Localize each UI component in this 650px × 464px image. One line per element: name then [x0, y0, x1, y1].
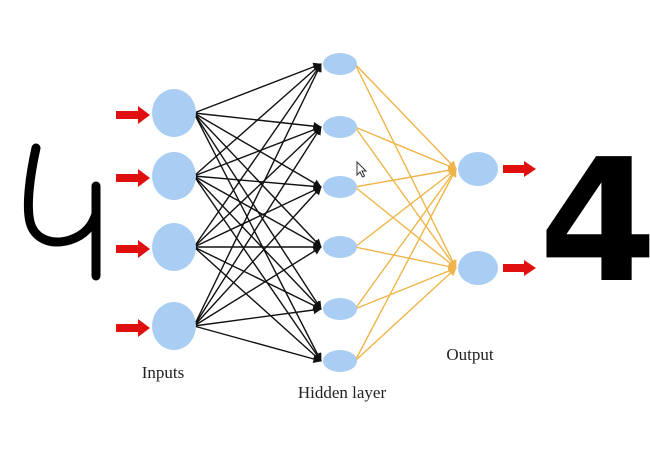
edge-input-2-hidden-5 [193, 175, 322, 310]
edge-input-3-hidden-6 [193, 246, 322, 362]
edge-input-3-hidden-1 [193, 63, 322, 248]
edge-hidden-3-output-2 [354, 186, 457, 269]
edge-hidden-3-output-1 [354, 166, 457, 188]
hidden-node-3 [323, 176, 357, 198]
edge-input-1-hidden-1 [193, 62, 322, 114]
input-to-hidden-edges [193, 62, 322, 364]
edge-hidden-2-output-2 [354, 126, 457, 269]
edge-hidden-5-output-1 [354, 168, 457, 310]
edge-hidden-1-output-1 [354, 63, 457, 170]
inputs-label: Inputs [142, 363, 185, 382]
edge-input-2-hidden-3 [193, 175, 322, 191]
output-arrow-1 [503, 161, 536, 177]
mouse-pointer-icon [356, 160, 368, 178]
hidden-node-2 [323, 116, 357, 138]
edge-input-4-hidden-4 [193, 246, 322, 327]
hidden-layer-label: Hidden layer [298, 383, 387, 402]
edge-input-1-hidden-6 [193, 112, 322, 362]
output-node-1 [458, 152, 498, 186]
edge-hidden-6-output-1 [354, 168, 457, 362]
output-node-2 [458, 251, 498, 285]
edge-input-3-hidden-3 [193, 186, 322, 248]
edge-input-2-hidden-4 [193, 175, 322, 248]
input-arrows [116, 106, 150, 337]
edge-input-4-hidden-3 [193, 186, 322, 327]
hidden-node-4 [323, 236, 357, 258]
edge-hidden-2-output-1 [354, 126, 457, 170]
input-node-4 [152, 302, 196, 350]
input-arrow-1 [116, 106, 150, 124]
edge-input-4-hidden-2 [193, 126, 322, 327]
edge-input-4-hidden-6 [193, 325, 322, 364]
edge-input-2-hidden-6 [193, 175, 322, 362]
input-arrow-4 [116, 319, 150, 337]
input-arrow-2 [116, 169, 150, 187]
network-nodes [152, 53, 498, 372]
input-node-3 [152, 223, 196, 271]
output-digit: 4 [539, 123, 650, 321]
output-arrow-2 [503, 260, 536, 276]
edge-hidden-5-output-2 [354, 266, 457, 310]
hidden-node-6 [323, 350, 357, 372]
edge-input-4-hidden-5 [193, 305, 322, 327]
output-label: Output [446, 345, 494, 364]
input-node-2 [152, 152, 196, 200]
input-node-1 [152, 89, 196, 137]
edge-hidden-6-output-2 [354, 267, 457, 362]
edge-input-1-hidden-3 [193, 112, 322, 188]
edge-input-4-hidden-1 [193, 63, 322, 327]
edge-hidden-4-output-1 [354, 168, 457, 248]
hidden-to-output-edges [354, 63, 457, 362]
edge-input-3-hidden-2 [193, 126, 322, 248]
edge-input-2-hidden-1 [193, 63, 322, 177]
edge-hidden-4-output-2 [354, 246, 457, 271]
edge-hidden-1-output-2 [354, 63, 457, 269]
handwritten-digit-four [23, 143, 101, 281]
edge-input-1-hidden-4 [193, 112, 322, 248]
edge-input-2-hidden-2 [193, 125, 322, 177]
output-arrows [503, 161, 536, 276]
hidden-node-1 [323, 53, 357, 75]
input-arrow-3 [116, 240, 150, 258]
hidden-node-5 [323, 298, 357, 320]
edge-input-3-hidden-5 [193, 246, 322, 310]
